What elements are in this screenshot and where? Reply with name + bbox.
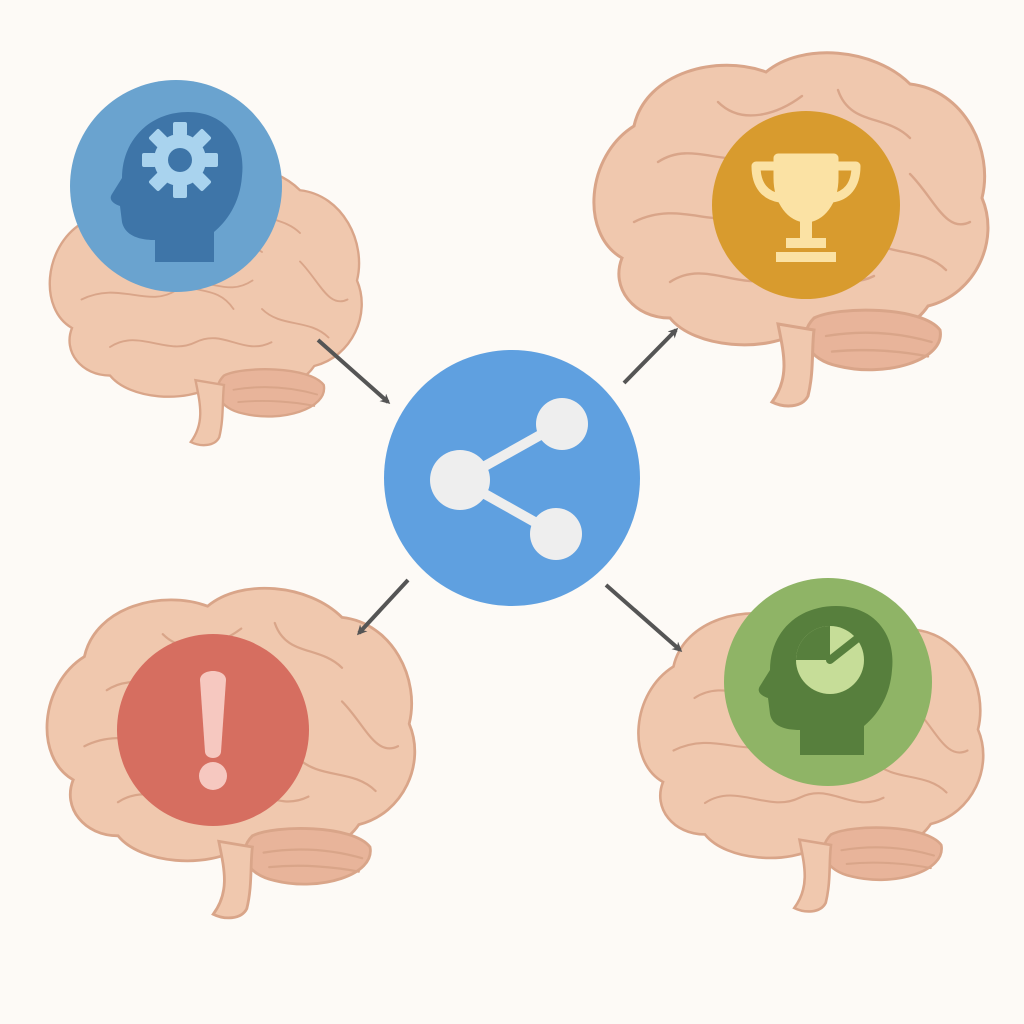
hub-node — [384, 350, 640, 606]
growth-badge — [724, 578, 932, 786]
share-icon — [430, 398, 588, 560]
arrow-hub-to-bottom-right — [604, 583, 683, 652]
arrow-hub-to-top-right — [622, 327, 679, 385]
achievement-badge — [712, 111, 900, 299]
trophy-icon — [751, 153, 861, 262]
alert-badge — [117, 634, 309, 826]
arrow-hub-to-bottom-left — [356, 578, 410, 636]
cognition-badge — [70, 80, 282, 292]
arrow-top-left-to-hub — [316, 338, 391, 404]
head-progress-icon — [758, 606, 893, 755]
head-gear-icon — [110, 112, 243, 262]
exclamation-icon — [199, 671, 227, 790]
